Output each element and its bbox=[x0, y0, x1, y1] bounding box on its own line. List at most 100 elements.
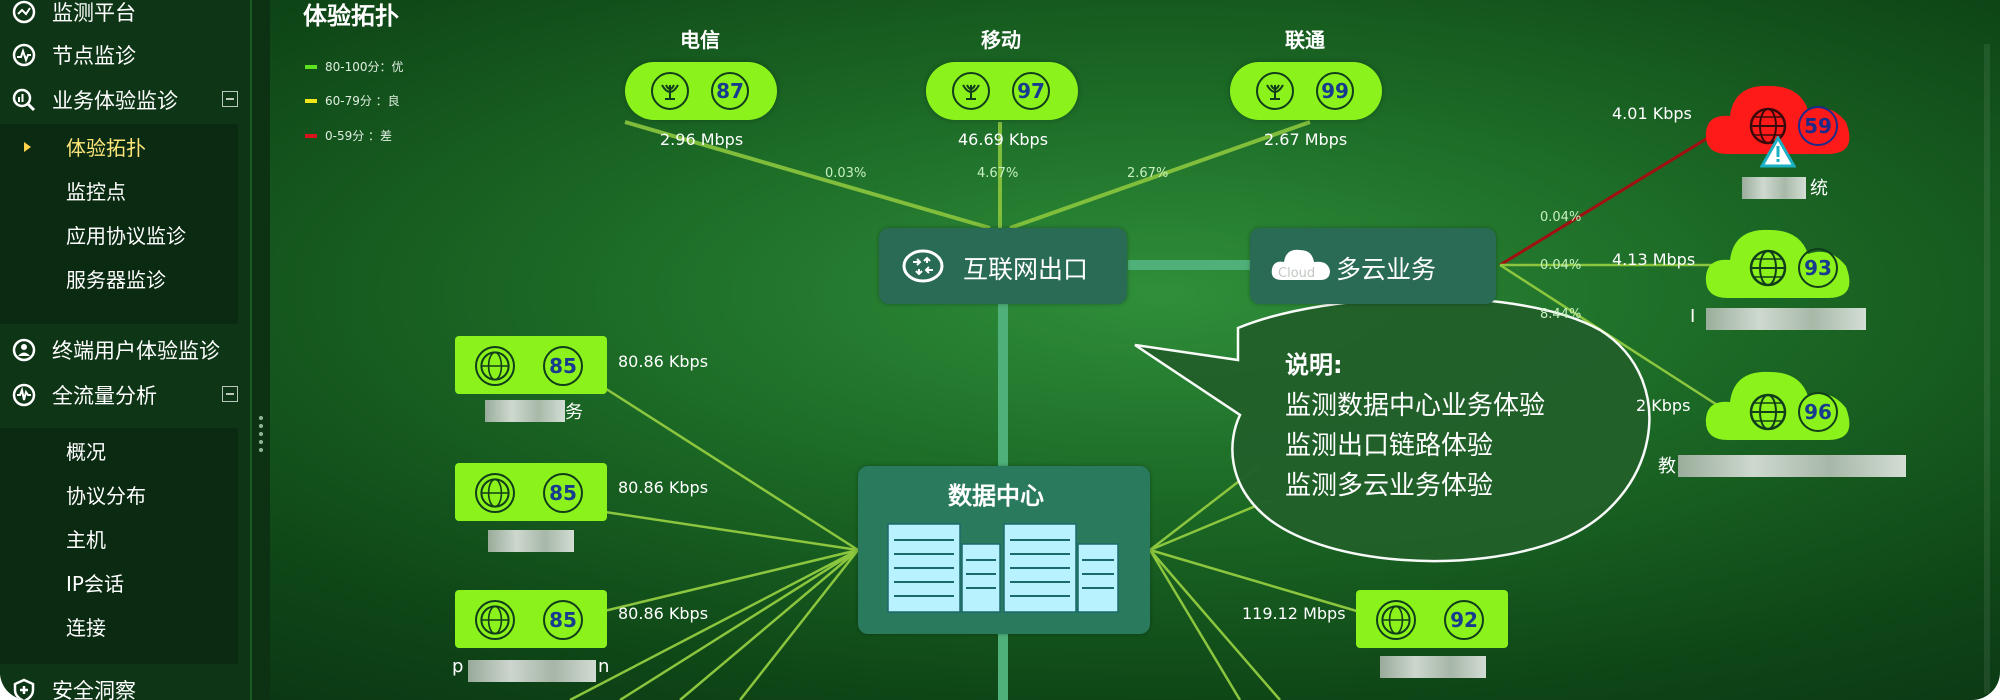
isp-pct-dianxin: 0.03% bbox=[825, 166, 867, 181]
link-liantong bbox=[1009, 120, 1311, 230]
isp-pct-liantong: 2.67% bbox=[1127, 166, 1169, 181]
redacted-name bbox=[1706, 308, 1866, 330]
cloud-name-suffix: 统 bbox=[1810, 178, 1828, 199]
isp-score: 87 bbox=[711, 72, 749, 110]
cloud-node-bad[interactable]: 59 bbox=[1700, 74, 1858, 168]
sidebar: 监测平台 节点监诊 业务体验监诊 体验拓扑 监控点 应用协议监诊 服务器监诊 bbox=[0, 0, 252, 700]
dc-node-left-3[interactable]: 85 bbox=[455, 590, 607, 648]
submenu-item-topology[interactable]: 体验拓扑 bbox=[0, 124, 238, 168]
link-dc-right-3 bbox=[1149, 548, 1361, 614]
isp-title-liantong: 联通 bbox=[1285, 28, 1325, 52]
router-icon bbox=[901, 244, 945, 292]
redacted-name bbox=[488, 530, 574, 552]
terminal-user-icon bbox=[10, 336, 38, 364]
node-name-suffix: n bbox=[598, 656, 610, 677]
submenu-business-experience: 体验拓扑 监控点 应用协议监诊 服务器监诊 bbox=[0, 124, 238, 324]
dc-node-left-1[interactable]: 85 bbox=[455, 336, 607, 394]
isp-rate-yidong: 46.69 Kbps bbox=[958, 130, 1049, 149]
submenu-item-ip-session[interactable]: IP会话 bbox=[66, 571, 124, 596]
legend-item-excellent: 80-100分：优 bbox=[305, 58, 404, 75]
dc-node-left-3-rate: 80.86 Kbps bbox=[618, 604, 709, 623]
submenu-item-overview[interactable]: 概况 bbox=[66, 439, 106, 464]
dc-node-right-1[interactable]: 92 bbox=[1356, 590, 1508, 648]
cloud-rate-93: 4.13 Mbps bbox=[1612, 250, 1696, 269]
isp-rate-liantong: 2.67 Mbps bbox=[1264, 130, 1348, 149]
legend-swatch bbox=[305, 133, 317, 138]
cloud-pct-96: 8.44% bbox=[1540, 307, 1582, 322]
sidebar-resize-handle[interactable] bbox=[252, 0, 270, 700]
isp-node-dianxin[interactable]: 87 bbox=[625, 62, 777, 120]
redacted-name bbox=[1380, 656, 1486, 678]
drag-dots-icon bbox=[259, 416, 263, 456]
internet-exit-label: 互联网出口 bbox=[963, 255, 1089, 284]
isp-logo-icon bbox=[651, 72, 689, 110]
cloud-icon: Cloud bbox=[1268, 242, 1334, 288]
link-dc-left-2 bbox=[604, 510, 859, 552]
globe-icon bbox=[1376, 600, 1416, 640]
isp-pct-yidong: 4.67% bbox=[977, 166, 1019, 181]
shield-plus-icon bbox=[10, 676, 38, 700]
redacted-name bbox=[1742, 177, 1806, 199]
submenu-item-host[interactable]: 主机 bbox=[66, 527, 106, 552]
multi-cloud-label: 多云业务 bbox=[1336, 255, 1437, 284]
collapse-toggle-icon[interactable] bbox=[222, 91, 238, 107]
submenu-item-server[interactable]: 服务器监诊 bbox=[66, 267, 166, 292]
link-dc-left-4 bbox=[619, 548, 859, 700]
isp-logo-icon bbox=[1256, 72, 1294, 110]
cloud-rate-bad: 4.01 Kbps bbox=[1612, 104, 1692, 123]
node-name-prefix: p bbox=[452, 656, 464, 677]
page-title: 体验拓扑 bbox=[303, 2, 399, 30]
dc-node-left-1-rate: 80.86 Kbps bbox=[618, 352, 709, 371]
nav-group-node-monitor[interactable]: 节点监诊 bbox=[0, 33, 250, 77]
nav-group-label: 监测平台 bbox=[52, 1, 136, 25]
isp-rate-dianxin: 2.96 Mbps bbox=[660, 130, 744, 149]
nav-group-label: 节点监诊 bbox=[52, 44, 136, 68]
cloud-node-96[interactable]: 96 bbox=[1700, 360, 1858, 448]
link-dianxin bbox=[624, 120, 991, 230]
isp-node-yidong[interactable]: 97 bbox=[926, 62, 1078, 120]
callout-line: 监测出口链路体验 bbox=[1285, 431, 1494, 461]
redacted-name bbox=[1678, 455, 1906, 477]
node-score: 92 bbox=[1444, 600, 1484, 640]
node-name-suffix: 务 bbox=[565, 402, 583, 423]
isp-logo-icon bbox=[952, 72, 990, 110]
vertical-scrollbar[interactable] bbox=[1984, 44, 1990, 694]
redacted-name bbox=[468, 660, 596, 682]
submenu-item-app-protocol[interactable]: 应用协议监诊 bbox=[66, 223, 186, 248]
datacenter-label: 数据中心 bbox=[948, 482, 1044, 510]
link-dc-left-5 bbox=[569, 548, 859, 700]
submenu-full-traffic: 概况 协议分布 主机 IP会话 连接 bbox=[0, 428, 238, 664]
nav-group-security[interactable]: 安全洞察 bbox=[0, 668, 250, 700]
submenu-item-protocol-distribution[interactable]: 协议分布 bbox=[66, 483, 146, 508]
legend-item-poor: 0-59分 ：差 bbox=[305, 127, 392, 144]
nav-group-label: 终端用户体验监诊 bbox=[52, 339, 220, 363]
callout-line: 监测多云业务体验 bbox=[1285, 471, 1494, 501]
link-dc-left-3 bbox=[599, 548, 859, 614]
internet-exit-node[interactable]: 互联网出口 bbox=[879, 228, 1127, 304]
cloud-pct-93: 0.04% bbox=[1540, 258, 1582, 273]
nav-group-label: 业务体验监诊 bbox=[52, 89, 178, 113]
cloud-score: 59 bbox=[1798, 106, 1838, 146]
collapse-toggle-icon[interactable] bbox=[222, 386, 238, 402]
cloud-name-prefix: 教 bbox=[1658, 456, 1676, 477]
globe-icon bbox=[1748, 392, 1788, 436]
submenu-item-monitor-point[interactable]: 监控点 bbox=[66, 179, 126, 204]
datacenter-node[interactable]: 数据中心 bbox=[858, 466, 1150, 634]
isp-score: 99 bbox=[1316, 72, 1354, 110]
nav-group-terminal-user[interactable]: 终端用户体验监诊 bbox=[0, 328, 250, 372]
node-score: 85 bbox=[543, 600, 583, 640]
dc-node-right-1-rate: 119.12 Mbps bbox=[1242, 604, 1346, 623]
callout-title: 说明: bbox=[1285, 351, 1343, 379]
waveform-icon bbox=[10, 381, 38, 409]
multi-cloud-node[interactable]: Cloud 多云业务 bbox=[1250, 228, 1496, 304]
nav-group-monitor-platform[interactable]: 监测平台 bbox=[0, 0, 250, 34]
submenu-item-connection[interactable]: 连接 bbox=[66, 615, 106, 640]
nav-group-business-experience[interactable]: 业务体验监诊 bbox=[0, 78, 250, 122]
link-dc-left-1 bbox=[599, 383, 859, 552]
dc-node-left-2-rate: 80.86 Kbps bbox=[618, 478, 709, 497]
isp-node-liantong[interactable]: 99 bbox=[1230, 62, 1382, 120]
cloud-node-93[interactable]: 93 bbox=[1700, 218, 1858, 306]
nav-group-full-traffic[interactable]: 全流量分析 bbox=[0, 373, 250, 417]
dc-node-left-2[interactable]: 85 bbox=[455, 463, 607, 521]
globe-icon bbox=[475, 473, 515, 513]
